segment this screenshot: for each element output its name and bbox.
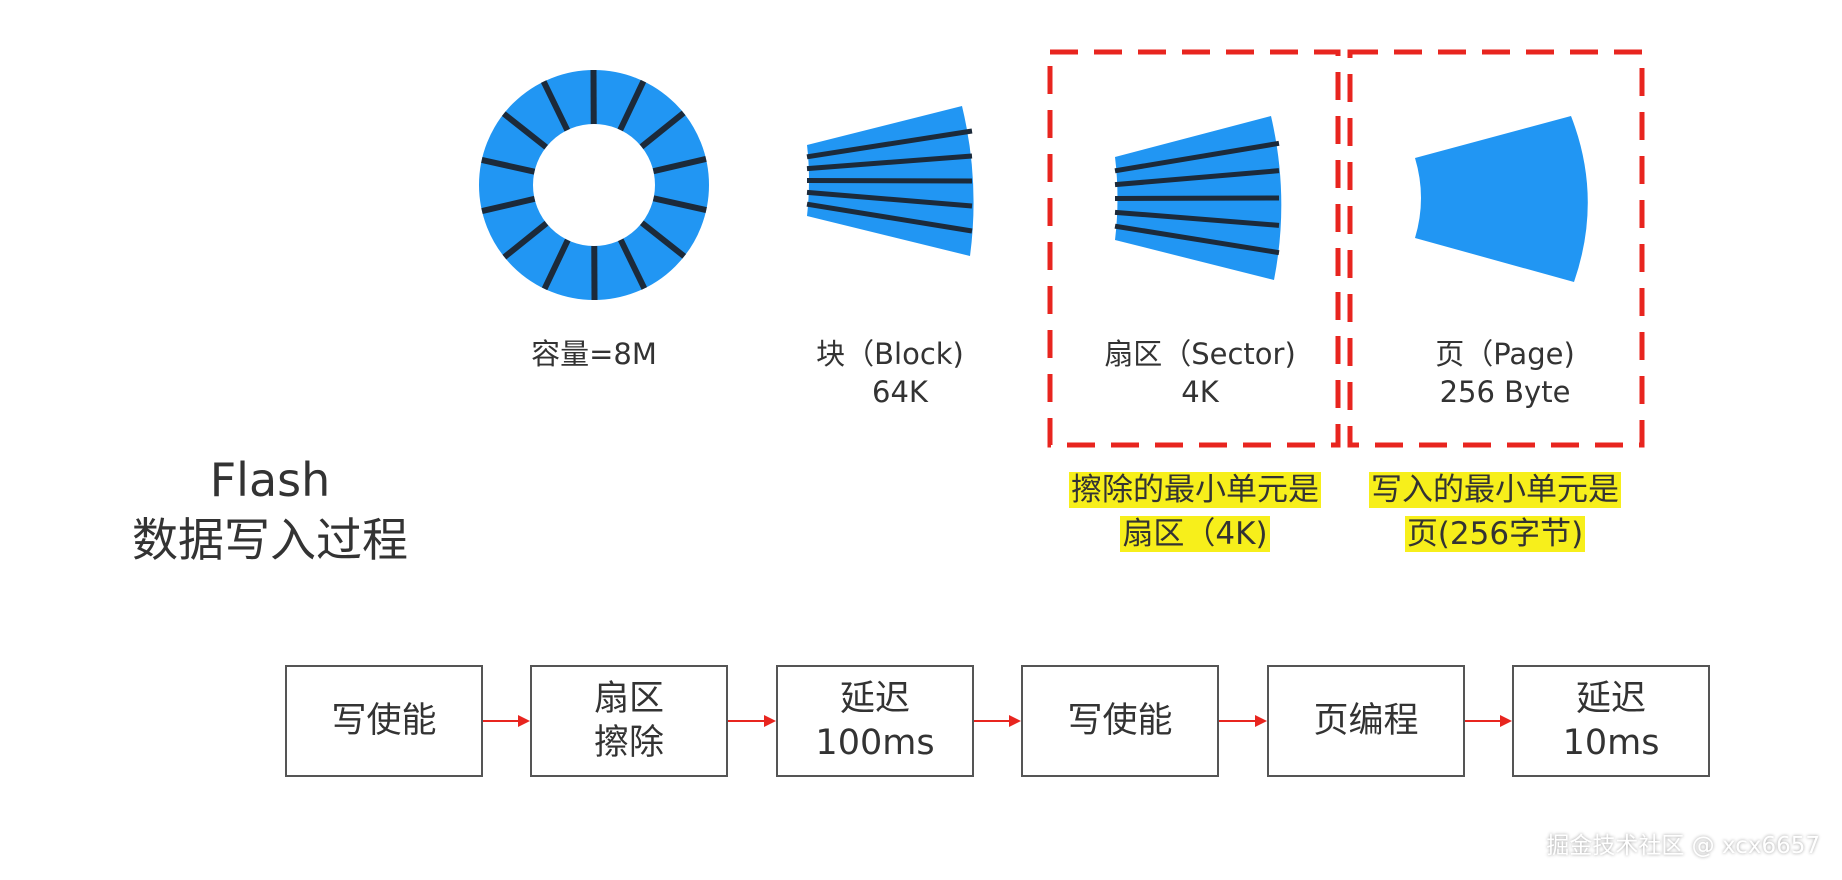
step-6-line1: 延迟 xyxy=(1575,679,1646,719)
step-2-line1: 扇区 xyxy=(593,679,664,719)
ring-divider xyxy=(617,79,647,132)
shape-divider xyxy=(806,201,973,234)
ring-divider xyxy=(541,238,571,291)
ring-divider xyxy=(639,220,687,259)
capacity-label: 容量=8M xyxy=(494,335,694,373)
step-1-line1: 写使能 xyxy=(331,701,437,741)
sector-label-line2: 4K xyxy=(1181,375,1219,409)
sector-shape-icon xyxy=(1114,116,1282,280)
shape-divider xyxy=(1114,195,1280,201)
block-shape-icon xyxy=(806,106,974,256)
ring-divider xyxy=(639,110,686,150)
watermark: 掘金技术社区 @ xcx6657 xyxy=(1546,833,1820,859)
step-3-line2: 100ms xyxy=(815,723,935,763)
block-label-line1: 块（Block) xyxy=(816,337,964,371)
step-4-line1: 写使能 xyxy=(1067,701,1173,741)
page-label-line2: 256 Byte xyxy=(1439,375,1571,409)
shape-divider xyxy=(806,189,973,209)
sector-label-line1: 扇区（Sector) xyxy=(1104,337,1296,371)
page-highlight-box xyxy=(1347,49,1645,448)
step-page-program: 页编程 xyxy=(1267,665,1465,777)
ring-divider xyxy=(540,80,570,132)
step-delay-10ms: 延迟 10ms xyxy=(1512,665,1710,777)
ring-divider xyxy=(481,156,536,175)
shape-divider xyxy=(806,153,973,172)
step-2-line2: 擦除 xyxy=(593,723,664,763)
flow-arrows xyxy=(483,715,1512,727)
flow-arrow-head xyxy=(518,715,530,727)
flow-arrow-head xyxy=(1255,715,1267,727)
page-shape-icon xyxy=(1415,116,1588,282)
block-label: 块（Block) 64K xyxy=(780,335,1000,411)
sector-highlight-box xyxy=(1047,49,1341,448)
flow-arrow-head xyxy=(1500,715,1512,727)
shape-divider xyxy=(1114,140,1280,174)
step-5-line1: 页编程 xyxy=(1313,701,1419,741)
page-label-line1: 页（Page) xyxy=(1435,337,1575,371)
step-write-enable-2: 写使能 xyxy=(1021,665,1219,777)
step-3-line1: 延迟 xyxy=(839,679,910,719)
flow-arrow-head xyxy=(1009,715,1021,727)
shape-divider xyxy=(806,128,973,160)
sector-divider-lines xyxy=(1114,140,1280,256)
step-write-enable-1: 写使能 xyxy=(285,665,483,777)
capacity-ring-icon xyxy=(479,69,709,301)
write-unit-note: 写入的最小单元是 页(256字节) xyxy=(1345,468,1645,556)
block-divider-lines xyxy=(806,128,973,234)
step-delay-100ms: 延迟 100ms xyxy=(776,665,974,777)
block-label-line2: 64K xyxy=(872,375,928,409)
shape-divider xyxy=(1114,223,1280,256)
ring-divider xyxy=(501,111,549,150)
flow-arrow-head xyxy=(764,715,776,727)
shape-divider xyxy=(806,178,973,184)
ring-divider xyxy=(502,220,549,260)
title-line1: Flash xyxy=(209,453,331,507)
write-note-line2: 页(256字节) xyxy=(1404,516,1586,552)
page-label: 页（Page) 256 Byte xyxy=(1385,335,1625,411)
erase-note-line1: 擦除的最小单元是 xyxy=(1069,472,1321,508)
sector-label: 扇区（Sector) 4K xyxy=(1080,335,1320,411)
shape-divider xyxy=(1114,209,1280,228)
step-sector-erase: 扇区 擦除 xyxy=(530,665,728,777)
ring-divider xyxy=(652,155,707,175)
step-6-line2: 10ms xyxy=(1562,723,1660,763)
erase-note-line2: 扇区（4K) xyxy=(1120,516,1270,552)
capacity-label-line1: 容量=8M xyxy=(531,337,657,371)
shape-divider xyxy=(1114,168,1280,188)
title-line2: 数据写入过程 xyxy=(132,513,408,567)
ring-divider xyxy=(618,238,648,290)
ring-divider xyxy=(652,195,707,214)
ring-divider xyxy=(481,195,536,215)
erase-unit-note: 擦除的最小单元是 扇区（4K) xyxy=(1045,468,1345,556)
write-note-line1: 写入的最小单元是 xyxy=(1369,472,1621,508)
page-title: Flash 数据写入过程 xyxy=(80,450,460,570)
